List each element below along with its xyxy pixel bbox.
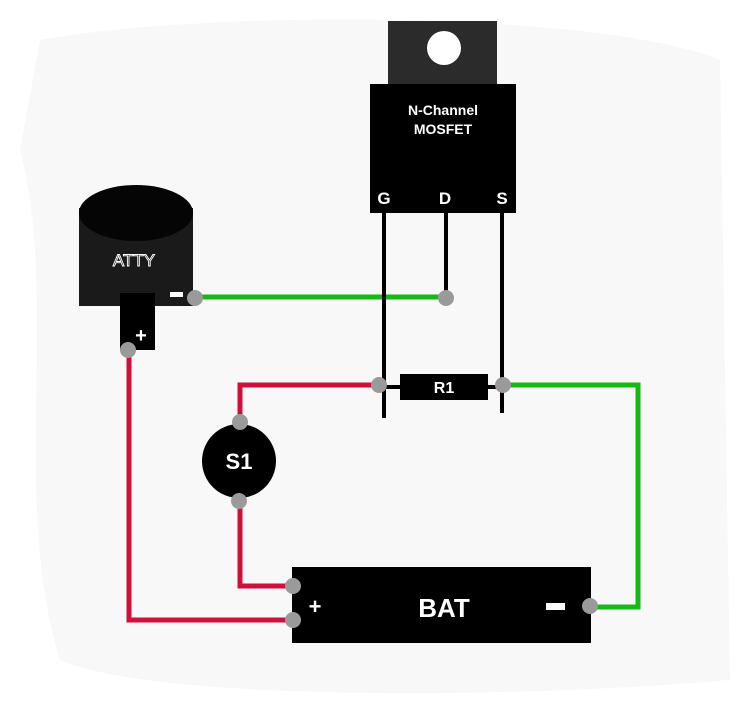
wire-gate-to-s1 <box>237 382 378 422</box>
resistor-r1[interactable]: R1 <box>378 374 510 400</box>
node-r1-right-source[interactable] <box>495 377 511 393</box>
node-atty-minus[interactable] <box>187 290 203 306</box>
s1-body <box>202 424 276 498</box>
atty-plus-terminal <box>120 293 155 350</box>
r1-label: R1 <box>434 380 455 397</box>
node-mosfet-drain[interactable] <box>438 290 454 306</box>
s1-label: S1 <box>226 449 253 474</box>
atty-plus-sign: + <box>135 325 147 347</box>
wire-source-to-bat-minus <box>503 382 641 610</box>
mosfet-body <box>370 84 516 213</box>
node-s1-bottom[interactable] <box>231 493 247 509</box>
mosfet-label-line1: N-Channel <box>408 102 478 118</box>
battery-body <box>292 567 591 643</box>
mosfet[interactable]: N-Channel MOSFET G D S <box>370 21 516 418</box>
mosfet-label-line2: MOSFET <box>414 121 473 137</box>
atty[interactable]: ATTY + <box>79 185 193 350</box>
node-r1-left-gate[interactable] <box>371 377 387 393</box>
switch-s1[interactable]: S1 <box>202 424 276 498</box>
atty-label: ATTY <box>113 251 155 270</box>
battery-minus-sign <box>546 603 565 610</box>
nodes <box>120 290 598 628</box>
battery[interactable]: BAT + <box>292 567 591 643</box>
node-bat-plus-upper[interactable] <box>285 578 301 594</box>
mosfet-pin-g-label: G <box>377 189 390 208</box>
r1-body <box>400 374 488 400</box>
node-bat-plus-lower[interactable] <box>285 612 301 628</box>
mosfet-pin-d-label: D <box>439 189 451 208</box>
atty-top <box>79 185 193 241</box>
wires <box>126 294 641 623</box>
atty-minus-sign <box>170 292 183 297</box>
mosfet-mount-hole <box>427 31 461 65</box>
mosfet-pin-s-label: S <box>496 189 507 208</box>
node-atty-plus[interactable] <box>120 342 136 358</box>
node-s1-top[interactable] <box>232 414 248 430</box>
battery-label: BAT <box>418 593 470 623</box>
node-bat-minus[interactable] <box>582 598 598 614</box>
wire-atty-plus-to-bat-plus <box>126 350 294 623</box>
battery-plus-sign: + <box>309 594 322 619</box>
wire-s1-to-bat-plus <box>237 500 294 589</box>
